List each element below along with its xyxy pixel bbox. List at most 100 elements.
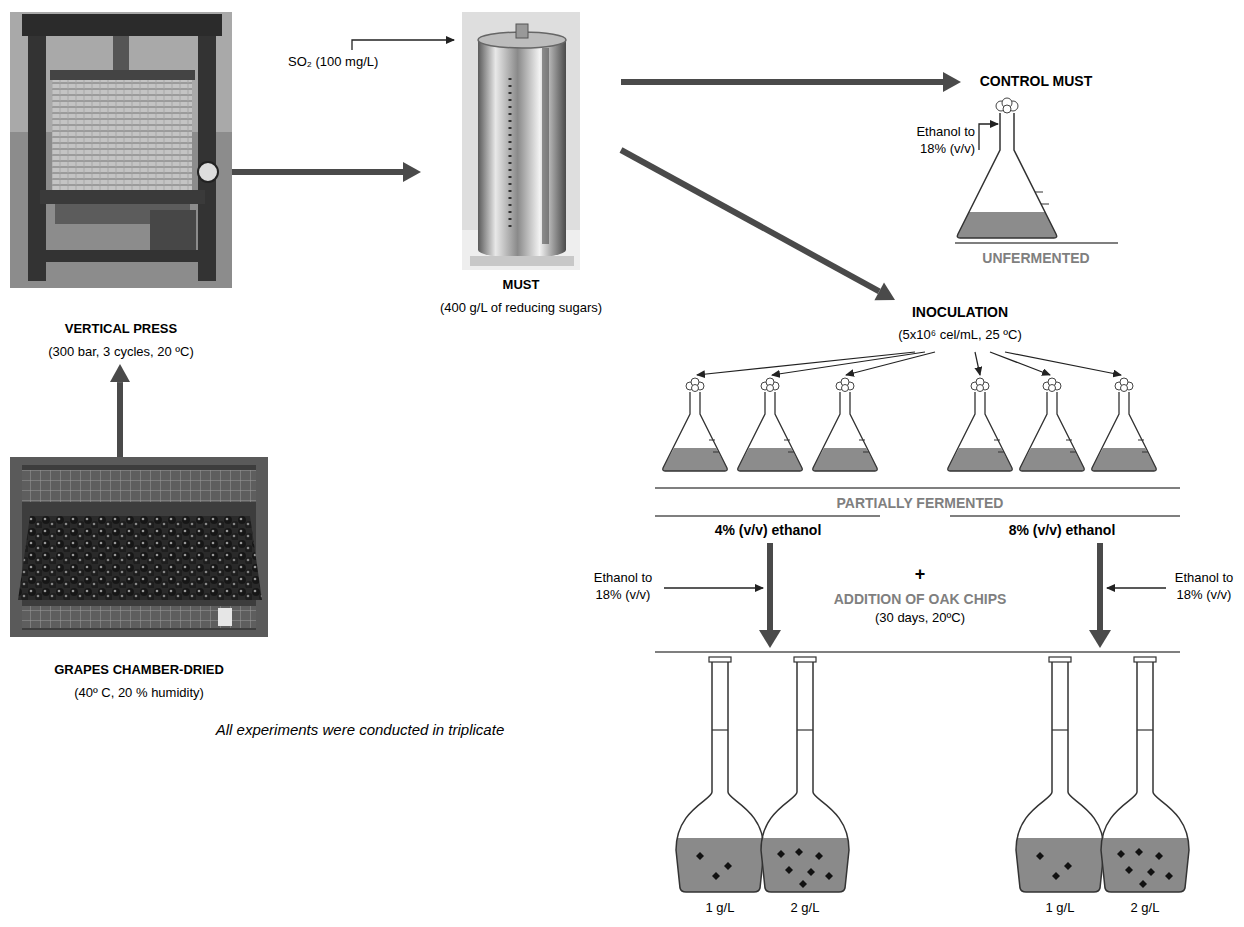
node-subtitle: (400 g/L of reducing sugars)	[425, 299, 617, 317]
plus-sign: +	[915, 563, 926, 586]
text-node: INOCULATION (5x10⁶ cel/mL, 25 ºC)	[870, 300, 1050, 347]
photo-node: VERTICAL PRESS (300 bar, 3 cycles, 20 ºC)	[10, 12, 232, 364]
tank-level	[509, 78, 512, 232]
press-pump	[150, 210, 196, 250]
arrow-head	[759, 630, 781, 648]
press-base	[40, 190, 205, 204]
flask-liquid	[957, 212, 1056, 238]
dose-label: 1 g/L	[706, 900, 735, 917]
thin-arrow	[846, 352, 935, 375]
oak-chips	[696, 852, 732, 880]
node-subtitle: (5x10⁶ cel/mL, 25 ºC)	[874, 326, 1046, 344]
inoculation-arrows	[697, 352, 1121, 375]
group-label: 8% (v/v) ethanol	[1009, 521, 1116, 539]
flow-arrow	[110, 364, 130, 457]
addition-label: Ethanol to 18% (v/v)	[588, 570, 658, 604]
node-heading: VERTICAL PRESS	[14, 320, 228, 338]
grapes-photo	[10, 457, 268, 637]
photo-ground	[10, 12, 232, 288]
press-post	[198, 36, 216, 281]
chamber-rack	[22, 470, 256, 502]
flow-arrow	[621, 150, 895, 300]
arrow-shaft	[767, 543, 773, 631]
arrow-shaft	[117, 382, 123, 457]
addition-label: Ethanol to 18% (v/v)	[1170, 570, 1238, 604]
addition-label: SO₂ (100 mg/L)	[288, 54, 378, 71]
press-gauge	[198, 162, 218, 182]
arrow-shaft	[1097, 543, 1103, 631]
stage-label: ADDITION OF OAK CHIPS	[834, 590, 1007, 608]
press-beam	[22, 14, 222, 36]
arrow-shaft	[621, 79, 943, 85]
rule-line	[655, 651, 1180, 653]
note-text: All experiments were conducted in tripli…	[216, 720, 504, 740]
chamber-rack	[22, 606, 256, 628]
dose-label: 2 g/L	[791, 900, 820, 917]
rule-line	[655, 487, 1180, 489]
press-photo	[10, 12, 232, 288]
photo-node: MUST(400 g/L of reducing sugars)	[421, 12, 621, 320]
dose-label: 1 g/L	[1046, 900, 1075, 917]
press-plate	[50, 70, 195, 80]
node-heading: CONTROL MUST	[965, 72, 1107, 91]
round-flask	[761, 657, 849, 892]
flask-mark	[1035, 192, 1049, 204]
thin-arrow	[1005, 352, 1121, 375]
rule-line	[655, 515, 1180, 517]
arrow-head	[874, 283, 895, 301]
photo-node: GRAPES CHAMBER-DRIED (40º C, 20 % humidit…	[10, 457, 268, 705]
control-flask	[957, 98, 1056, 238]
press-frame	[28, 250, 216, 262]
node-heading: GRAPES CHAMBER-DRIED	[14, 661, 264, 679]
tank-knob	[516, 24, 528, 38]
press-post	[28, 36, 46, 281]
oak-chips	[1036, 852, 1072, 880]
oak-chips	[1117, 848, 1173, 888]
addition-arrow	[1107, 587, 1166, 588]
round-flask	[1101, 657, 1189, 892]
stage-label: PARTIALLY FERMENTED	[837, 494, 1004, 512]
flow-arrow	[621, 72, 961, 92]
arrow-head	[403, 162, 421, 182]
grapes-tray	[18, 516, 262, 600]
tank-reflection	[542, 48, 549, 244]
conical-flask	[738, 378, 803, 471]
press-basket	[52, 80, 192, 190]
photo-ground	[10, 457, 268, 637]
rule-line	[955, 242, 1118, 244]
stage-label: UNFERMENTED	[982, 249, 1089, 267]
chamber-probe	[218, 608, 232, 626]
arrow-head	[1089, 630, 1111, 648]
round-flask	[676, 657, 764, 892]
tank-stand	[470, 256, 574, 266]
node-heading: INOCULATION	[874, 303, 1046, 322]
dose-label: 2 g/L	[1131, 900, 1160, 917]
arrow-head	[110, 364, 130, 382]
thin-arrow	[975, 352, 980, 375]
tank-body	[478, 40, 566, 250]
oak-chips	[777, 848, 833, 888]
tank-bottom	[478, 242, 566, 258]
conical-flask	[1020, 378, 1085, 471]
arrow-head	[943, 72, 961, 92]
flow-arrow	[232, 162, 421, 182]
addition-arrow	[352, 40, 454, 50]
node-subtitle: (300 bar, 3 cycles, 20 ºC)	[14, 343, 228, 361]
addition-label: Ethanol to 18% (v/v)	[903, 124, 975, 158]
round-flask	[1016, 657, 1104, 892]
conical-flask	[813, 378, 878, 471]
node-subtitle: (40º C, 20 % humidity)	[14, 684, 264, 702]
conical-flask	[1092, 378, 1157, 471]
photo-ground	[462, 12, 580, 270]
arrow-shaft	[621, 150, 879, 291]
text-node: CONTROL MUST	[961, 72, 1111, 99]
press-piston	[113, 36, 129, 72]
addition-arrow	[664, 587, 763, 588]
conical-flask	[948, 378, 1013, 471]
conical-flask	[663, 378, 728, 471]
stage-note: (30 days, 20ºC)	[875, 610, 965, 627]
arrow-shaft	[232, 169, 403, 175]
